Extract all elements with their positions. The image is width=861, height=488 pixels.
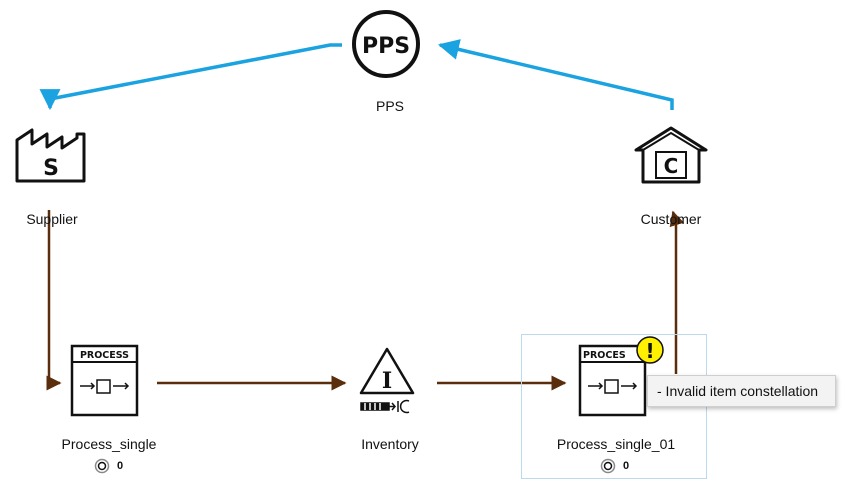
process-single-operators: 0 — [93, 458, 123, 474]
customer-letter: C — [664, 154, 679, 178]
info-flow-customer-to-pps[interactable] — [437, 39, 674, 110]
inventory-label: Inventory — [361, 436, 419, 452]
exclamation-icon[interactable]: ! — [636, 336, 664, 364]
inventory-letter: I — [382, 368, 392, 394]
process-single-01-operators: 0 — [599, 458, 629, 474]
supplier-letter: S — [43, 156, 59, 181]
process-single-node[interactable]: PROCESS — [70, 344, 139, 417]
operator-icon — [94, 458, 110, 474]
operator-count: 0 — [623, 460, 630, 472]
supplier-label: Supplier — [26, 211, 78, 227]
tooltip-text: - Invalid item constellation — [657, 383, 819, 399]
pps-node[interactable]: PPS — [352, 10, 420, 78]
process-single-01-label: Process_single_01 — [556, 436, 676, 452]
validation-tooltip: - Invalid item constellation — [647, 375, 836, 407]
process-01-flow-icon — [588, 379, 638, 394]
pps-label: PPS — [375, 98, 405, 114]
inventory-node[interactable]: I — [359, 347, 415, 414]
fifo-lane-icon — [360, 399, 410, 414]
pps-icon: PPS — [362, 34, 410, 59]
customer-node[interactable]: C — [634, 126, 708, 184]
inventory-triangle-icon — [359, 347, 415, 395]
operator-icon — [600, 458, 616, 474]
process-flow-icon — [80, 379, 130, 394]
process-01-header-text: PROCES — [583, 350, 626, 361]
operator-count: 0 — [117, 460, 124, 472]
process-single-label: Process_single — [61, 436, 157, 452]
process-single-01-node[interactable]: PROCES ! — [578, 336, 664, 417]
warning-glyph: ! — [645, 339, 654, 363]
supplier-node[interactable]: S — [15, 128, 86, 183]
info-flow-pps-to-supplier[interactable] — [39, 43, 342, 111]
material-flow-supplier-to-process[interactable] — [46, 210, 62, 391]
material-flow-process01-to-customer[interactable] — [669, 210, 685, 374]
process-header-text: PROCESS — [80, 350, 129, 361]
factory-icon — [15, 128, 86, 183]
house-roof-inner — [642, 131, 700, 151]
customer-label: Customer — [640, 211, 702, 227]
